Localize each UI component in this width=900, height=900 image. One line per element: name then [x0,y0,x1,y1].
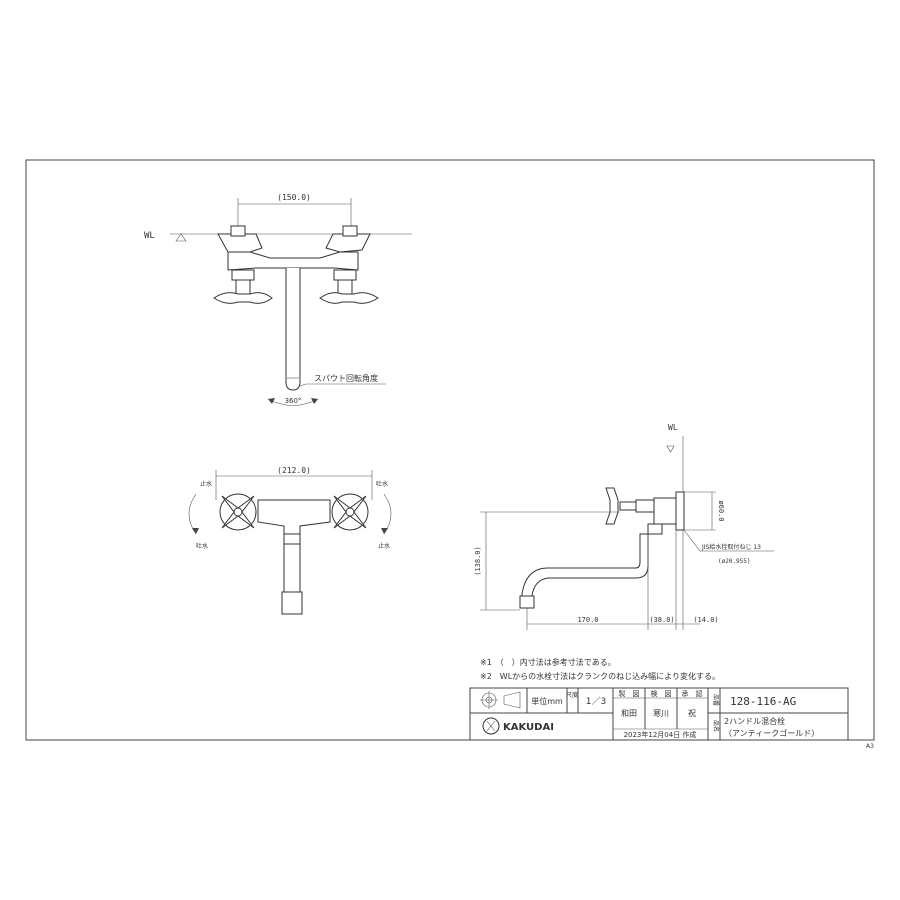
header-approve: 承 認 [682,689,703,698]
spout-tip-side [519,595,535,609]
unit-label: 単位mm [531,696,563,706]
left-valve-cap-top [230,225,246,237]
left-cross-handle-top [213,292,273,304]
right-cross-handle-top [319,292,379,304]
right-rotation-arrow [381,528,388,534]
spout-side [521,533,649,605]
rotation-label: スパウト回転角度 [314,373,378,383]
left-label-bottom: 吐水 [196,542,208,550]
dim-138: (138.0) [474,546,482,576]
header-check: 検 図 [651,689,672,698]
spout-collar-side [647,523,663,535]
dim-150: (150.0) [277,193,311,202]
header-draw: 製 図 [619,689,640,698]
dim-14: (14.0) [693,616,718,624]
spout-collar-front [283,533,301,545]
rotation-arrow-left [268,398,275,404]
side-view: WL ø60.0 (138.0) 170.0 (38.0) (14.0) [474,423,774,630]
wall-flange-side [675,491,685,531]
dim-38: (38.0) [649,616,674,624]
jis-leader [683,529,701,552]
dim-170: 170.0 [577,616,598,624]
product-name-1: 2ハンドル混合栓 [724,716,785,726]
spout-pipe-front [283,543,301,593]
check-name: 寒川 [653,708,669,718]
brand-name: KAKUDAI [503,722,554,733]
front-view: (212.0) 止水 吐水 吐水 止水 [188,466,392,615]
title-block-frame [469,687,849,741]
top-view: WL (150.0) スパウト回転角度 360° [144,193,412,406]
dim-60: ø60.0 [717,500,725,521]
left-bonnet-top [231,269,255,281]
dim-212: (212.0) [277,466,311,475]
right-label-bottom: 止水 [378,542,390,550]
body-side [653,497,677,525]
left-label-top: 止水 [200,480,212,488]
projection-symbol [480,691,521,709]
scale-value: 1／3 [586,696,606,707]
rotation-leader-tip [299,383,307,387]
product-name-2: （アンティークゴールド） [724,728,819,738]
jis-note: JIS給水栓取付ねじ 13 [701,543,761,551]
left-stem-top [235,279,251,295]
wl-label-top: WL [144,231,155,241]
part-number: 128-116-AG [730,695,796,708]
wl-marker-side [666,445,675,453]
approve-name: 祝 [688,708,696,718]
note-1: ※1 （ ）内寸法は参考寸法である。 [480,657,616,667]
right-stem-top [337,279,353,295]
right-valve-cap-top [342,225,358,237]
right-label-top: 吐水 [376,480,388,488]
name-label: 品名 [712,720,720,732]
rotation-angle: 360° [285,397,302,405]
spout-top [285,268,301,391]
handle-side [605,487,619,525]
sheet-border [25,159,875,741]
mixer-body-top [227,251,359,271]
right-bonnet-top [333,269,357,281]
bonnet-side [635,499,655,513]
part-no-label: 品番 [712,694,719,706]
scale-label: 尺度 [566,691,578,699]
wl-label-side: WL [668,423,678,432]
title-block: 単位mm 尺度 1／3 製 図 検 図 承 認 和田 寒川 祝 2023年12月… [469,687,849,741]
left-flange-top [217,233,263,253]
mixer-body-front [257,499,331,535]
left-handle-hub-front [233,507,243,517]
stem-side [619,501,637,511]
right-flange-top [325,233,371,253]
wl-marker-top [175,233,187,242]
rotation-arrow-right [311,398,318,404]
drawing-date: 2023年12月04日 作成 [624,730,697,739]
jis-sub: (ø20.955) [718,558,751,565]
right-handle-hub-front [345,507,355,517]
left-rotation-arrow [192,528,199,534]
spout-tip-front [281,591,303,615]
brand-logo: KAKUDAI [482,717,554,735]
draw-name: 和田 [621,709,637,718]
note-2: ※2 WLからの水栓寸法はクランクのねじ込み幅により変化する。 [480,671,720,681]
sheet-size: A3 [866,743,874,750]
